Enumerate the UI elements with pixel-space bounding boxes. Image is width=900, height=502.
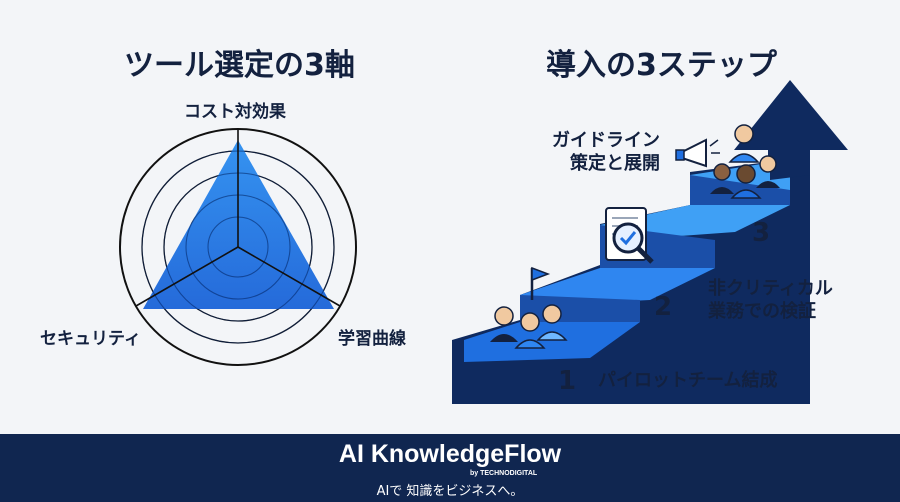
- step-3-number: 3: [752, 218, 771, 248]
- magnifier-icon: [612, 222, 654, 264]
- step-1-surface: [464, 322, 640, 362]
- radar-axes: [135, 129, 341, 307]
- brand-by: by TECHNODIGITAL: [470, 470, 538, 477]
- megaphone-icon: [675, 138, 720, 168]
- brand-name: AI KnowledgeFlow: [338, 440, 562, 468]
- axis-label-learning: 学習曲線: [338, 329, 406, 349]
- footer-banner: AI KnowledgeFlow by TECHNODIGITAL AIで 知識…: [0, 434, 900, 502]
- arrow-up-icon: [734, 80, 848, 180]
- step-2-label-line2: 業務での検証: [708, 300, 816, 322]
- steps-diagram: [452, 80, 848, 404]
- steps-title: 導入の3ステップ: [546, 48, 777, 83]
- radar-diagram: [119, 128, 357, 366]
- step-3-label: ガイドライン 策定と展開: [540, 130, 660, 175]
- axis-label-cost: コスト対効果: [184, 102, 286, 122]
- axis-label-security: セキュリティ: [40, 329, 141, 349]
- team-icon: [710, 124, 780, 199]
- step-2-label: 非クリティカル 業務での検証: [708, 278, 833, 323]
- radar-title: ツール選定の3軸: [124, 48, 355, 83]
- flag-icon: [530, 266, 551, 300]
- step-2-number: 2: [654, 292, 673, 322]
- team-icon: [490, 304, 568, 349]
- step-1-number: 1: [558, 366, 577, 396]
- step-3-label-line2: 策定と展開: [570, 152, 660, 174]
- step-2-surface: [520, 268, 715, 305]
- step-3-label-line1: ガイドライン: [552, 130, 660, 151]
- step-2-label-line1: 非クリティカル: [708, 278, 833, 299]
- step-1-label: パイロットチーム結成: [598, 370, 778, 391]
- brand-tagline: AIで 知識をビジネスへ。: [376, 484, 524, 499]
